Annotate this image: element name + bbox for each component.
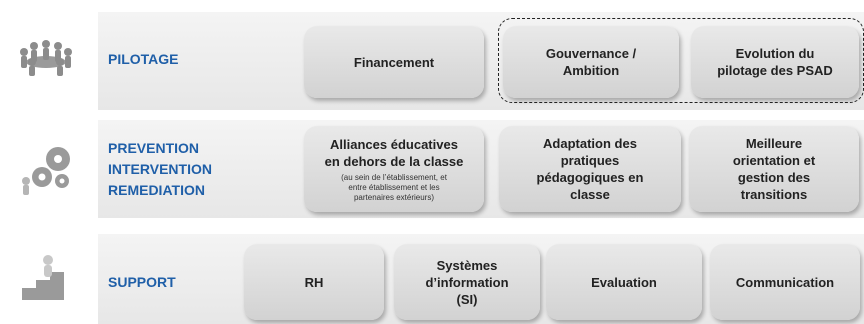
box-rh: RH xyxy=(244,244,384,320)
people-circle-icon xyxy=(20,40,72,76)
row-label-pilotage: PILOTAGE xyxy=(108,51,179,67)
box-title: Alliances éducatives en dehors de la cla… xyxy=(324,136,464,169)
figure-climbing-blocks-icon xyxy=(22,255,64,300)
box-title: RH xyxy=(304,274,324,290)
box-title: Evaluation xyxy=(591,274,657,290)
box-communication: Communication xyxy=(710,244,860,320)
box-alliances-educatives: Alliances éducatives en dehors de la cla… xyxy=(304,126,484,212)
box-title: Communication xyxy=(735,274,835,290)
box-financement: Financement xyxy=(304,26,484,98)
box-adaptation-pratiques: Adaptation des pratiques pédagogiques en… xyxy=(499,126,681,212)
box-systemes-information: Systèmes d’information (SI) xyxy=(394,244,540,320)
box-meilleure-orientation: Meilleure orientation et gestion des tra… xyxy=(689,126,859,212)
box-title: Financement xyxy=(353,54,435,70)
box-title: Adaptation des pratiques pédagogiques en… xyxy=(536,136,644,202)
gears-push-icon xyxy=(22,147,70,195)
row-label-prevention: PREVENTION INTERVENTION REMEDIATION xyxy=(108,140,212,198)
box-gouvernance: Gouvernance / Ambition xyxy=(503,26,679,98)
row-label-support: SUPPORT xyxy=(108,274,176,290)
dashed-group-outline xyxy=(498,18,864,103)
box-title: Evolution du pilotage des PSAD xyxy=(717,46,833,78)
box-evolution-pilotage: Evolution du pilotage des PSAD xyxy=(691,26,859,98)
box-title: Gouvernance / Ambition xyxy=(545,46,637,78)
box-note: (au sein de l’établissement, et entre ét… xyxy=(341,172,447,202)
box-title: Systèmes d’information (SI) xyxy=(425,257,509,307)
box-title: Meilleure orientation et gestion des tra… xyxy=(732,136,816,202)
box-evaluation: Evaluation xyxy=(546,244,702,320)
